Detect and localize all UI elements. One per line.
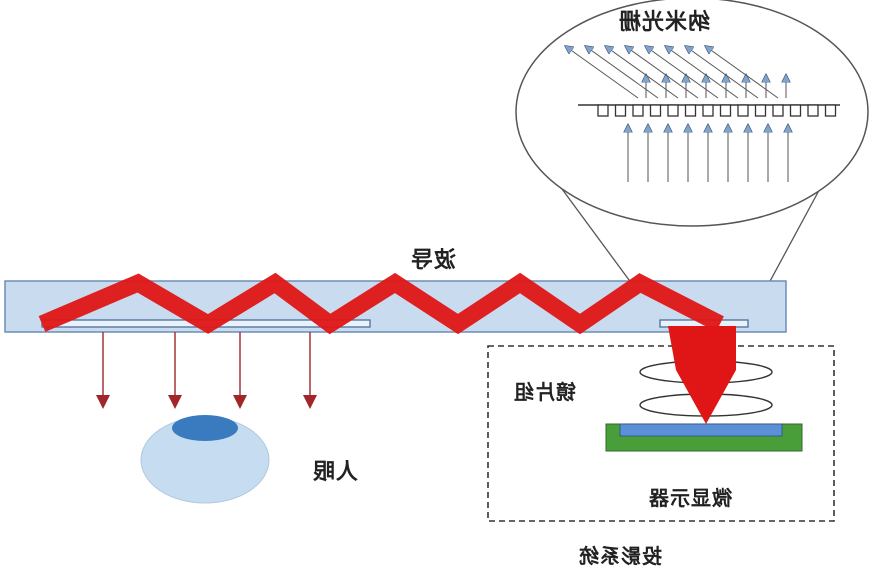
grating-tooth [807,104,819,117]
diffracted-arrow [648,48,719,99]
grating-teeth [597,104,837,117]
grating-tooth [667,104,679,117]
projection-system-box [487,345,835,522]
grating-tooth [789,104,802,117]
grating-tooth [772,104,784,117]
grating-tooth [754,104,767,117]
grating-tooth [737,104,749,117]
label-eye: 人眼 [312,460,359,485]
label-lens-group: 镜片组 [513,380,576,404]
diffracted-arrow [568,48,639,99]
light-zigzag [38,272,724,335]
grating-tooth [719,104,732,117]
label-grating: 纳米光栅 [618,10,711,35]
diffracted-arrow [668,48,739,99]
label-microdisplay: 微显示器 [648,486,732,510]
output-arrows [96,332,317,409]
grating-tooth [649,104,662,117]
grating-strip [578,104,840,117]
projection-beam [668,326,736,424]
diffracted-arrow [608,48,679,99]
label-projection-system: 投影系统 [578,544,662,568]
grating-tooth [597,104,609,117]
diffracted-arrow [588,48,659,99]
grating-tooth [824,104,837,117]
diffracted-arrow [688,48,759,99]
grating-tooth [684,104,697,117]
diffracted-arrow [628,48,699,99]
diffracted-arrows [568,48,786,99]
diffracted-arrow [708,48,779,99]
pupil-icon [172,415,238,441]
label-waveguide: 波导 [410,248,457,273]
grating-tooth [632,104,644,117]
incident-arrows [628,128,788,182]
microdisplay-panel [619,423,783,437]
grating-tooth [702,104,714,117]
grating-tooth [614,104,627,117]
